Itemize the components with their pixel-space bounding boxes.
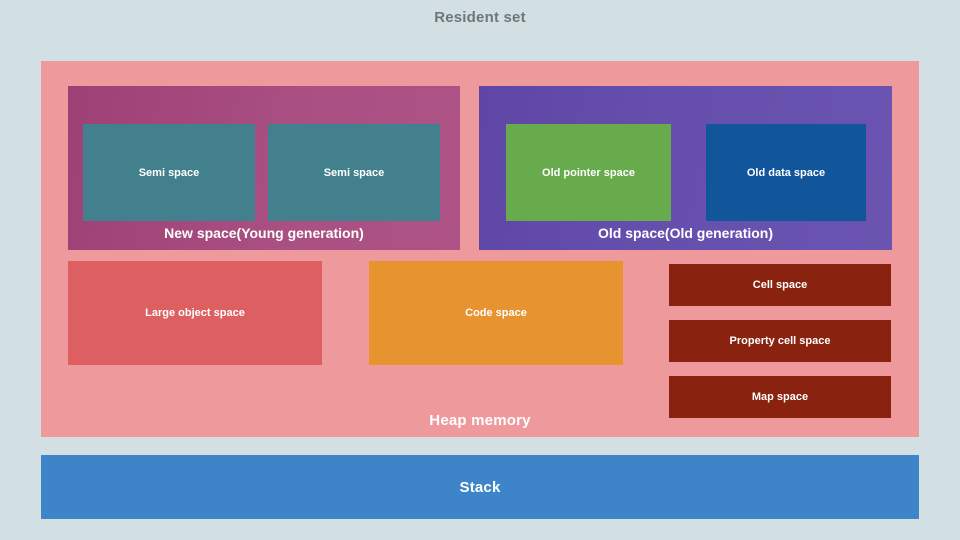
old-pointer-space-box: Old pointer space (506, 124, 671, 221)
old-data-space-box: Old data space (706, 124, 866, 221)
semi-space-label-2: Semi space (323, 166, 385, 179)
property-cell-space-box: Property cell space (669, 320, 891, 362)
code-space-label: Code space (465, 307, 527, 319)
stack-container: Stack (41, 455, 919, 519)
old-space-label: Old space(Old generation) (597, 225, 774, 241)
heap-memory-label: Heap memory (429, 412, 531, 429)
semi-space-box-2: Semi space (268, 124, 440, 221)
cell-space-box: Cell space (669, 264, 891, 306)
large-object-space-label: Large object space (145, 307, 245, 319)
cell-space-label: Cell space (752, 279, 808, 291)
heap-memory-container: Semi space Semi space New space(Young ge… (41, 61, 919, 437)
old-data-space-label: Old data space (746, 166, 826, 179)
map-space-box: Map space (669, 376, 891, 418)
code-space-box: Code space (369, 261, 623, 365)
new-space-label: New space(Young generation) (164, 225, 364, 241)
old-pointer-space-label: Old pointer space (542, 166, 635, 179)
large-object-space-box: Large object space (68, 261, 322, 365)
semi-space-box-1: Semi space (83, 124, 255, 221)
map-space-label: Map space (751, 391, 809, 403)
semi-space-label-1: Semi space (138, 166, 200, 179)
property-cell-space-label: Property cell space (729, 335, 831, 347)
page-title: Resident set (434, 9, 526, 26)
new-space-container: Semi space Semi space New space(Young ge… (68, 86, 460, 250)
old-space-container: Old pointer space Old data space Old spa… (479, 86, 892, 250)
stack-label: Stack (459, 478, 501, 496)
